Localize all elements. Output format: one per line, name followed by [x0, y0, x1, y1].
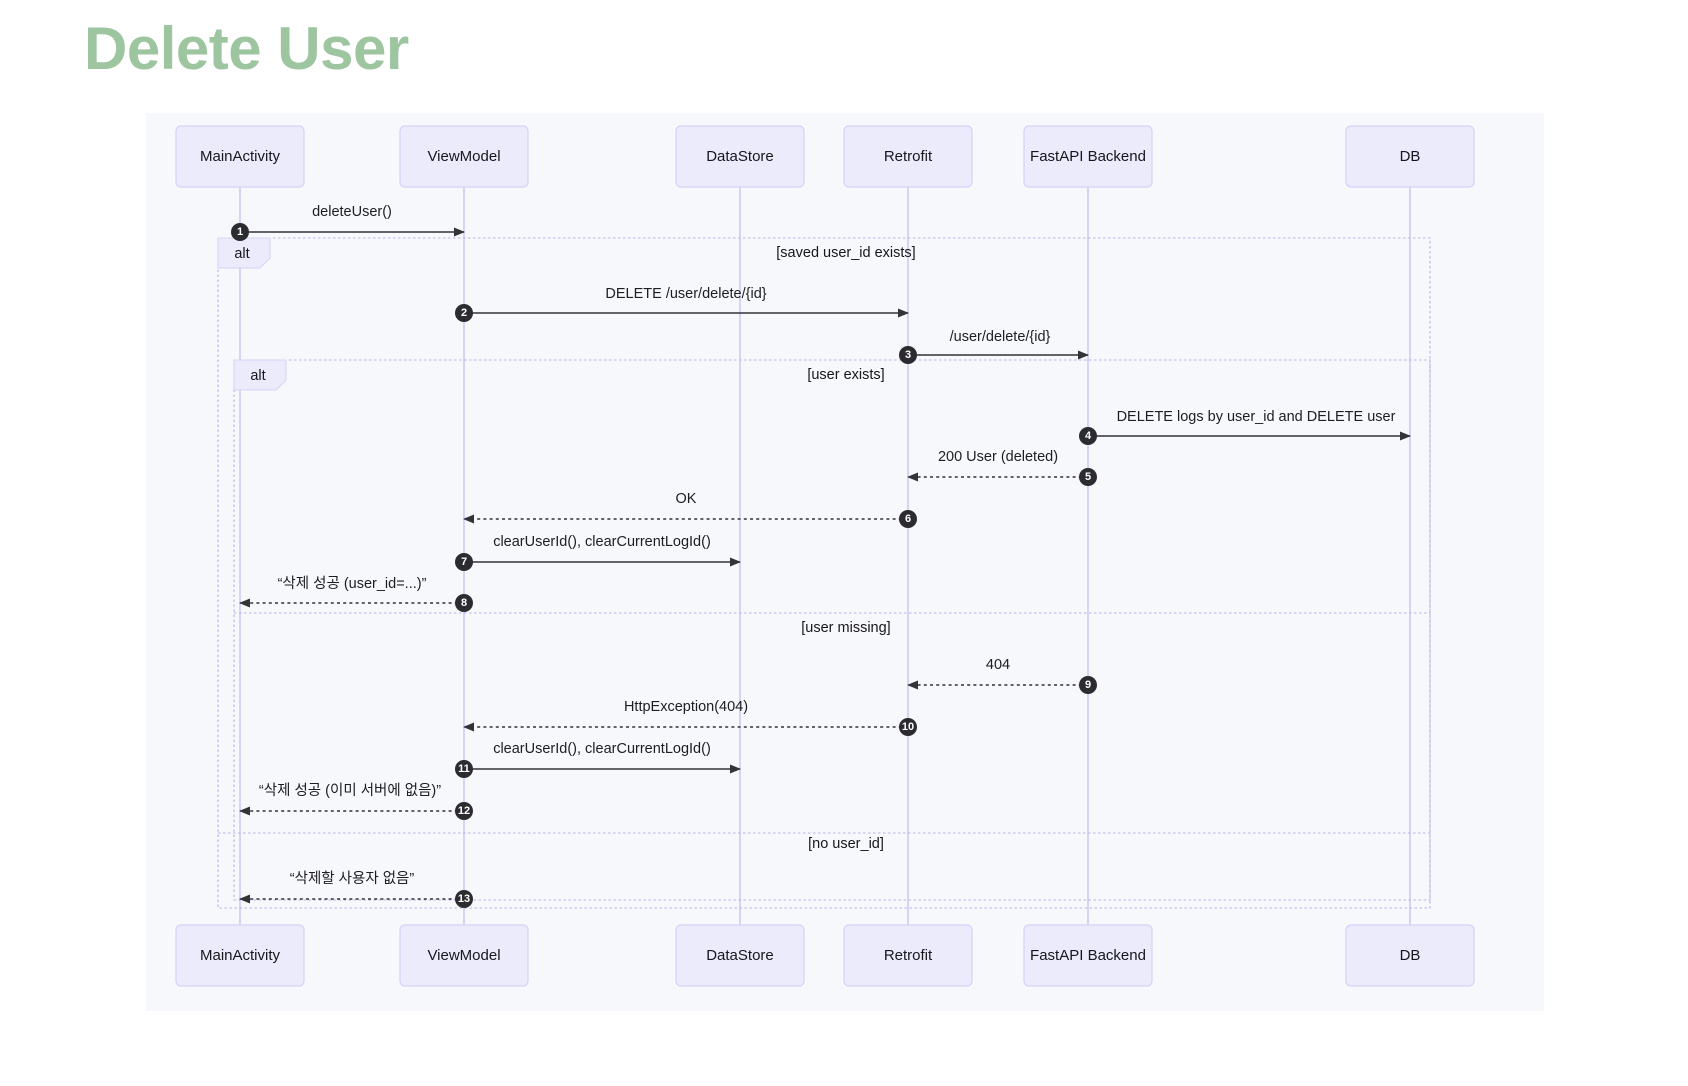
message-6-badge: [899, 510, 917, 528]
participant-main-top[interactable]: MainActivity: [175, 125, 305, 188]
message-1-badge: [231, 223, 249, 241]
participant-retrofit-bottom[interactable]: Retrofit: [843, 924, 973, 987]
fragment-outer-alt-tab: [217, 237, 271, 269]
message-2-badge: [455, 304, 473, 322]
fragment-inner-alt-condition-1: [user exists]: [807, 367, 884, 383]
participant-fastapi-bottom[interactable]: FastAPI Backend: [1023, 924, 1153, 987]
message-7-number: 7: [461, 556, 467, 568]
message-12-number: 12: [458, 805, 470, 817]
fragment-outer-alt: alt [saved user_id exists] [no user_id]: [217, 237, 1431, 909]
message-1[interactable]: deleteUser() 1: [231, 204, 465, 241]
participant-label: Retrofit: [884, 148, 933, 165]
message-5-label: 200 User (deleted): [938, 449, 1058, 465]
message-11-number: 11: [458, 763, 470, 775]
message-6-label: OK: [676, 491, 697, 507]
page-title: Delete User: [84, 15, 409, 82]
participant-label: DataStore: [706, 148, 774, 165]
message-2-number: 2: [461, 307, 467, 319]
message-1-number: 1: [237, 226, 243, 238]
message-1-label: deleteUser(): [312, 204, 392, 220]
fragment-outer-alt-border: [217, 237, 1431, 909]
fragment-inner-alt-condition-2: [user missing]: [801, 620, 890, 636]
message-2-label: DELETE /user/delete/{id}: [605, 286, 766, 302]
fragment-outer-alt-condition-1: [saved user_id exists]: [776, 245, 915, 261]
message-8-number: 8: [461, 597, 467, 609]
message-7[interactable]: clearUserId(), clearCurrentLogId() 7: [455, 534, 741, 571]
message-9-badge: [1079, 676, 1097, 694]
participant-db-top[interactable]: DB: [1345, 125, 1475, 188]
participant-datastore-top[interactable]: DataStore: [675, 125, 805, 188]
fragment-inner-alt-border: [233, 359, 1431, 901]
message-3[interactable]: /user/delete/{id} 3: [899, 329, 1089, 364]
message-4-label: DELETE logs by user_id and DELETE user: [1117, 409, 1396, 425]
message-3-number: 3: [905, 349, 911, 361]
message-6[interactable]: OK 6: [463, 491, 917, 528]
participant-main-bottom[interactable]: MainActivity: [175, 924, 305, 987]
participant-label: FastAPI Backend: [1030, 148, 1146, 165]
participant-label: FastAPI Backend: [1030, 947, 1146, 964]
participant-label: MainActivity: [200, 947, 281, 964]
participant-label: DB: [1400, 148, 1421, 165]
message-9[interactable]: 404 9: [907, 657, 1097, 694]
participant-label: ViewModel: [427, 947, 500, 964]
message-5-number: 5: [1085, 471, 1091, 483]
message-13-badge: [455, 890, 473, 908]
message-13-label: “삭제할 사용자 없음”: [290, 870, 415, 887]
participant-db-bottom[interactable]: DB: [1345, 924, 1475, 987]
message-10-label: HttpException(404): [624, 699, 748, 715]
sequence-diagram-canvas: MainActivity ViewModel DataStore Retrofi…: [146, 113, 1544, 1011]
message-12-badge: [455, 802, 473, 820]
participant-retrofit-top[interactable]: Retrofit: [843, 125, 973, 188]
message-12-label: “삭제 성공 (이미 서버에 없음)”: [259, 782, 441, 799]
message-5[interactable]: 200 User (deleted) 5: [907, 449, 1097, 486]
message-4-badge: [1079, 427, 1097, 445]
message-6-number: 6: [905, 513, 911, 525]
participant-fastapi-top[interactable]: FastAPI Backend: [1023, 125, 1153, 188]
participant-viewmodel-bottom[interactable]: ViewModel: [399, 924, 529, 987]
fragment-outer-alt-operator: alt: [234, 246, 249, 262]
message-7-label: clearUserId(), clearCurrentLogId(): [493, 534, 711, 550]
participant-label: Retrofit: [884, 947, 933, 964]
message-11[interactable]: clearUserId(), clearCurrentLogId() 11: [455, 741, 741, 778]
fragment-inner-alt-tab: [233, 359, 287, 391]
message-10[interactable]: HttpException(404) 10: [463, 699, 917, 736]
participant-label: DataStore: [706, 947, 774, 964]
participant-label: MainActivity: [200, 148, 281, 165]
participant-label: ViewModel: [427, 148, 500, 165]
message-3-badge: [899, 346, 917, 364]
message-9-label: 404: [986, 657, 1010, 673]
message-5-badge: [1079, 468, 1097, 486]
message-4-number: 4: [1085, 430, 1092, 442]
message-8-label: “삭제 성공 (user_id=...)”: [278, 575, 427, 592]
message-11-badge: [455, 760, 473, 778]
message-13[interactable]: “삭제할 사용자 없음” 13: [239, 870, 473, 908]
participant-label: DB: [1400, 947, 1421, 964]
message-12[interactable]: “삭제 성공 (이미 서버에 없음)” 12: [239, 782, 473, 820]
message-8[interactable]: “삭제 성공 (user_id=...)” 8: [239, 575, 473, 612]
message-8-badge: [455, 594, 473, 612]
message-11-label: clearUserId(), clearCurrentLogId(): [493, 741, 711, 757]
lifelines: [239, 187, 1411, 925]
sequence-diagram-svg: MainActivity ViewModel DataStore Retrofi…: [175, 125, 1475, 987]
fragment-inner-alt-operator: alt: [250, 368, 265, 384]
participant-datastore-bottom[interactable]: DataStore: [675, 924, 805, 987]
message-13-number: 13: [458, 893, 470, 905]
message-2[interactable]: DELETE /user/delete/{id} 2: [455, 286, 909, 322]
message-4[interactable]: DELETE logs by user_id and DELETE user 4: [1079, 409, 1411, 445]
participant-viewmodel-top[interactable]: ViewModel: [399, 125, 529, 188]
message-10-badge: [899, 718, 917, 736]
message-7-badge: [455, 553, 473, 571]
participant-headers-bottom: MainActivity ViewModel DataStore Retrofi…: [175, 924, 1475, 987]
message-9-number: 9: [1085, 679, 1091, 691]
fragment-inner-alt: alt [user exists] [user missing]: [233, 359, 1431, 901]
message-10-number: 10: [902, 721, 914, 733]
message-3-label: /user/delete/{id}: [950, 329, 1051, 345]
fragment-outer-alt-condition-2: [no user_id]: [808, 836, 884, 852]
participant-headers-top: MainActivity ViewModel DataStore Retrofi…: [175, 125, 1475, 188]
